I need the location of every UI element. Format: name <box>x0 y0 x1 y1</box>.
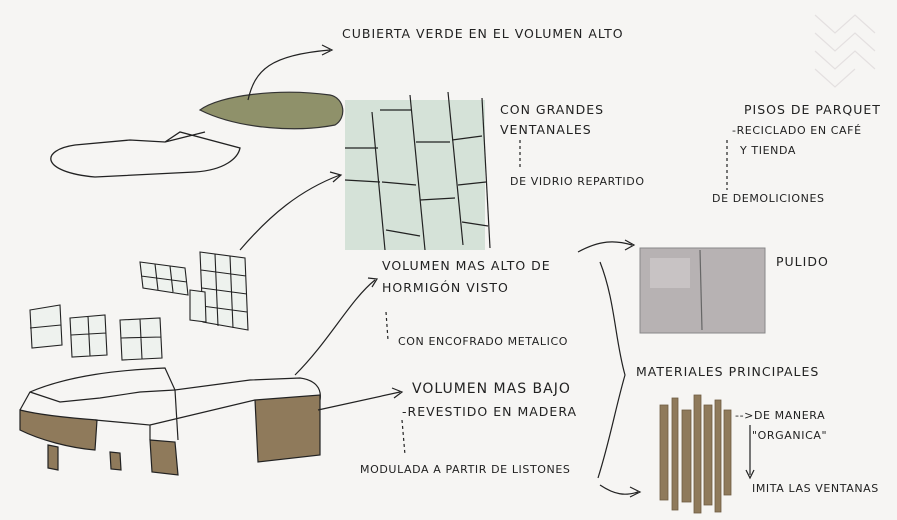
label-green-roof: CUBIERTA VERDE EN EL VOLUMEN ALTO <box>342 26 624 41</box>
green-roof-plate <box>198 91 344 130</box>
large-window-sketch <box>344 91 491 251</box>
label-windows-line2: VENTANALES <box>500 122 592 137</box>
label-parquet-line1: PISOS DE PARQUET <box>744 102 881 117</box>
label-parquet-line3: Y TIENDA <box>740 144 796 157</box>
concrete-swatch <box>639 247 766 334</box>
label-polished: PULIDO <box>776 254 829 269</box>
parquet-pattern-sketch <box>814 14 876 88</box>
label-high-volume-line1: VOLUMEN MAS ALTO DE <box>382 258 551 273</box>
leader-lines <box>239 44 755 498</box>
label-parquet-line2: -RECICLADO EN CAFÉ <box>732 124 862 137</box>
building-massing-sketch <box>19 367 321 476</box>
label-windows-line3: DE VIDRIO REPARTIDO <box>510 175 645 188</box>
label-wood-line3: IMITA LAS VENTANAS <box>752 482 879 495</box>
lower-slab-outline <box>50 131 241 178</box>
label-wood-line1: -->DE MANERA <box>735 409 826 422</box>
label-low-volume: VOLUMEN MAS BAJO <box>412 381 571 397</box>
label-wood-line2: "ORGANICA" <box>752 429 828 442</box>
label-wood-clad: -REVESTIDO EN MADERA <box>402 404 578 419</box>
label-formwork: CON ENCOFRADO METALICO <box>398 335 568 348</box>
label-high-volume-line2: HORMIGÓN VISTO <box>382 280 509 295</box>
label-windows-line1: CON GRANDES <box>500 102 605 117</box>
window-panels-sketch <box>29 251 249 361</box>
label-main-materials: MATERIALES PRINCIPALES <box>636 364 820 379</box>
label-slats: MODULADA A PARTIR DE LISTONES <box>360 463 571 476</box>
label-parquet-line4: DE DEMOLICIONES <box>712 192 825 205</box>
wood-swatch <box>659 394 732 514</box>
